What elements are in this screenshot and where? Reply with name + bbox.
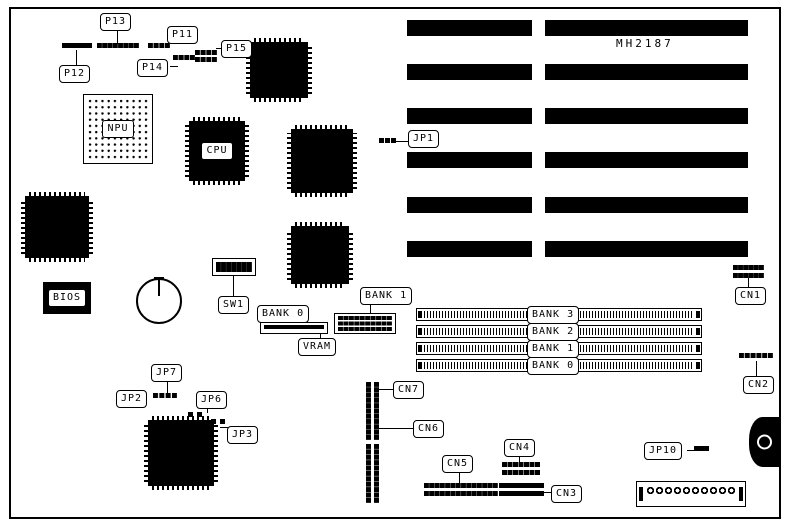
isa-slot-4-left bbox=[407, 152, 532, 168]
p15-jumper bbox=[195, 50, 217, 62]
isa-slot-4-right bbox=[545, 152, 748, 168]
npu-label: NPU bbox=[84, 95, 152, 163]
jp10-jumper bbox=[694, 446, 709, 454]
callout-line bbox=[167, 381, 168, 394]
callout-line bbox=[320, 334, 321, 339]
callout-p14: P14 bbox=[137, 59, 169, 77]
power-connector-pins bbox=[646, 486, 736, 502]
callout-line bbox=[170, 66, 178, 67]
callout-simm-bank3: BANK 3 bbox=[527, 306, 580, 324]
battery bbox=[136, 278, 182, 324]
callout-cn4: CN4 bbox=[504, 439, 536, 457]
bios-label: BIOS bbox=[43, 282, 91, 314]
callout-jp1: JP1 bbox=[408, 130, 440, 148]
model-number: MH2187 bbox=[616, 37, 674, 50]
callout-line bbox=[748, 278, 749, 288]
callout-line bbox=[220, 427, 228, 428]
isa-slot-1-left bbox=[407, 20, 532, 36]
callout-line bbox=[459, 471, 460, 483]
p13-jumper bbox=[97, 43, 139, 50]
callout-line bbox=[207, 408, 208, 413]
cn2-header bbox=[739, 353, 773, 361]
callout-vram-bank1: BANK 1 bbox=[360, 287, 413, 305]
qfp-chip-mid-right bbox=[287, 125, 357, 197]
isa-slot-3-right bbox=[545, 108, 748, 124]
isa-slot-6-left bbox=[407, 241, 532, 257]
cpu-label: CPU bbox=[189, 121, 245, 181]
callout-simm-bank1: BANK 1 bbox=[527, 340, 580, 358]
p14-jumper bbox=[173, 55, 195, 62]
cn1-header bbox=[733, 265, 764, 278]
jp1-jumper bbox=[379, 138, 396, 146]
cn7-header bbox=[366, 382, 379, 440]
callout-cn7: CN7 bbox=[393, 381, 425, 399]
vram-socket-bank0 bbox=[260, 322, 328, 334]
callout-line bbox=[76, 50, 77, 66]
qfp-chip-center bbox=[287, 222, 353, 288]
callout-cn3: CN3 bbox=[551, 485, 583, 503]
callout-simm-bank2: BANK 2 bbox=[527, 323, 580, 341]
callout-p15: P15 bbox=[221, 40, 253, 58]
power-connector bbox=[636, 481, 746, 507]
isa-slot-2-right bbox=[545, 64, 748, 80]
callout-jp10: JP10 bbox=[644, 442, 683, 460]
isa-slot-5-right bbox=[545, 197, 748, 213]
callout-sw1: SW1 bbox=[218, 296, 250, 314]
callout-p12: P12 bbox=[59, 65, 91, 83]
cn6-header bbox=[366, 444, 379, 503]
vram-socket-bank1 bbox=[334, 313, 396, 334]
isa-slot-3-left bbox=[407, 108, 532, 124]
callout-jp6: JP6 bbox=[196, 391, 228, 409]
isa-slot-1-right bbox=[545, 20, 748, 36]
callout-p13: P13 bbox=[100, 13, 132, 31]
callout-line bbox=[687, 450, 694, 451]
callout-line bbox=[519, 456, 520, 462]
callout-line bbox=[379, 428, 414, 429]
callout-line bbox=[544, 492, 552, 493]
callout-line bbox=[233, 276, 234, 297]
keyboard-connector bbox=[749, 417, 779, 467]
p11-jumper bbox=[148, 43, 170, 50]
callout-jp7: JP7 bbox=[151, 364, 183, 382]
cpu-chip: CPU bbox=[185, 117, 249, 185]
callout-jp3: JP3 bbox=[227, 426, 259, 444]
callout-jp2: JP2 bbox=[116, 390, 148, 408]
isa-slot-6-right bbox=[545, 241, 748, 257]
callout-cn5: CN5 bbox=[442, 455, 474, 473]
callout-cn6: CN6 bbox=[413, 420, 445, 438]
callout-line bbox=[756, 361, 757, 377]
callout-vram: VRAM bbox=[298, 338, 337, 356]
board-outline bbox=[9, 7, 781, 519]
jp2-jp7-jumper bbox=[153, 393, 177, 401]
isa-slot-5-left bbox=[407, 197, 532, 213]
dip-switch-sw1 bbox=[212, 258, 256, 276]
callout-vram-bank0: BANK 0 bbox=[257, 305, 310, 323]
callout-cn2: CN2 bbox=[743, 376, 775, 394]
bios-chip: BIOS bbox=[43, 282, 91, 314]
cn5-header bbox=[424, 483, 498, 496]
cn4-header bbox=[502, 462, 540, 475]
isa-slot-2-left bbox=[407, 64, 532, 80]
callout-line bbox=[117, 30, 118, 44]
callout-line bbox=[379, 389, 394, 390]
cn3-header bbox=[499, 483, 544, 496]
p12-jumper bbox=[62, 43, 92, 50]
qfp-chip-bottom-left bbox=[144, 416, 218, 490]
jp6-jumper bbox=[188, 412, 202, 419]
callout-cn1: CN1 bbox=[735, 287, 767, 305]
npu-socket: NPU bbox=[83, 94, 153, 164]
dip-switch-pins bbox=[216, 262, 252, 272]
callout-p11: P11 bbox=[167, 26, 199, 44]
callout-line bbox=[216, 48, 222, 49]
jp3-jumper bbox=[211, 419, 225, 426]
callout-line bbox=[396, 141, 409, 142]
callout-simm-bank0: BANK 0 bbox=[527, 357, 580, 375]
qfp-chip-top bbox=[246, 38, 312, 102]
qfp-chip-left bbox=[21, 192, 93, 262]
callout-line bbox=[370, 304, 371, 314]
